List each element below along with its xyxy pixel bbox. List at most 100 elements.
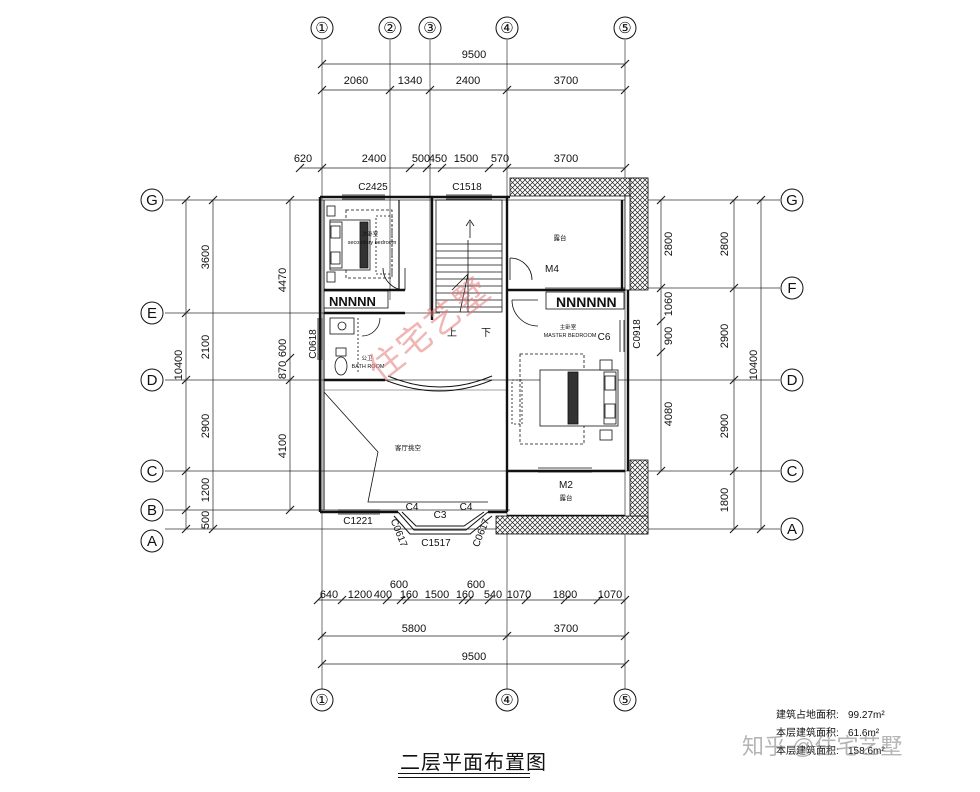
- svg-text:2400: 2400: [362, 153, 386, 165]
- axis-bubble-left-E: E: [147, 305, 157, 322]
- room-label-void: 客厅挑空: [395, 443, 422, 452]
- window-code-c0918: C0918: [632, 319, 643, 349]
- svg-text:400: 400: [374, 589, 392, 601]
- svg-text:540: 540: [484, 589, 502, 601]
- svg-text:2100: 2100: [200, 335, 212, 359]
- svg-text:600: 600: [390, 579, 408, 591]
- dimension-lines: [185, 63, 762, 665]
- svg-text:5800: 5800: [402, 623, 426, 635]
- axis-bubble-right-C: C: [787, 463, 798, 480]
- svg-text:NNNNN: NNNNN: [329, 294, 376, 309]
- svg-text:2900: 2900: [719, 414, 731, 438]
- svg-text:1800: 1800: [553, 589, 577, 601]
- area-label: 本层建筑面积:: [776, 728, 839, 739]
- axis-bubble-left-G: G: [146, 192, 158, 209]
- svg-text:450: 450: [429, 153, 447, 165]
- window-code-c6: C6: [598, 332, 611, 343]
- area-row: 本层建筑面积: 61.6m²: [776, 725, 885, 743]
- room-label-secondary-en: secondary bedroom: [348, 240, 397, 246]
- stair-label-up: 上: [447, 327, 457, 339]
- axis-bubble-top-5: ⑤: [613, 16, 637, 40]
- window-code-c0617-left: C0617: [388, 517, 409, 549]
- room-label-master-en: MASTER BEDROOM: [544, 333, 597, 339]
- parapet-hatch: [495, 177, 649, 535]
- door-code-m4: M4: [545, 264, 559, 275]
- window-code-c0617-right: C0617: [471, 517, 492, 549]
- window-code-c0618: C0618: [308, 329, 319, 359]
- axis-bubble-top-3: ③: [418, 16, 442, 40]
- area-value: 158.6m²: [848, 746, 885, 757]
- area-row: 建筑占地面积: 99.27m²: [776, 707, 885, 725]
- staircase: [435, 199, 503, 313]
- axis-bubble-bottom-1: ①: [310, 688, 334, 712]
- svg-text:500: 500: [200, 511, 212, 529]
- svg-text:1070: 1070: [507, 589, 531, 601]
- svg-text:NNNNNN: NNNNNN: [556, 294, 617, 310]
- svg-text:③: ③: [423, 20, 436, 37]
- axis-bubble-top-2: ②: [378, 16, 402, 40]
- svg-text:2800: 2800: [719, 232, 731, 256]
- dim-text-right: 2800 1060 900 4080 2800 2900 2900 1800 1…: [663, 232, 760, 512]
- axis-bubbles-top: ① ② ③ ④ ⑤: [310, 16, 637, 40]
- wardrobe-secondary: NNNNN: [323, 290, 389, 309]
- opening-codes: C2425 C1518 M4 C0618 C0918 C6 M2 C1221 C…: [308, 182, 643, 549]
- svg-text:870: 870: [277, 361, 289, 379]
- svg-text:④: ④: [500, 20, 513, 37]
- window-code-c1517: C1517: [421, 538, 451, 549]
- area-value: 99.27m²: [848, 710, 885, 721]
- master-bedroom-furniture: [511, 353, 619, 445]
- svg-text:1500: 1500: [425, 589, 449, 601]
- svg-text:2400: 2400: [456, 75, 480, 87]
- svg-text:10400: 10400: [748, 350, 760, 381]
- svg-text:500: 500: [412, 153, 430, 165]
- axis-bubbles-left: G E D C B A: [140, 188, 164, 553]
- axis-bubble-left-B: B: [147, 502, 157, 519]
- svg-text:⑤: ⑤: [618, 20, 631, 37]
- doors: [361, 257, 539, 337]
- svg-text:4080: 4080: [663, 402, 675, 426]
- drawing-title: 二层平面布置图: [400, 752, 547, 774]
- wardrobe-master: NNNNNN: [545, 291, 625, 310]
- svg-text:9500: 9500: [462, 49, 486, 61]
- svg-text:1340: 1340: [398, 75, 422, 87]
- dim-text-top: 9500 2060 1340 2400 3700 620 2400 500 45…: [294, 49, 578, 165]
- svg-text:600: 600: [467, 579, 485, 591]
- svg-text:④: ④: [500, 692, 513, 709]
- secondary-bedroom-furniture: [326, 205, 393, 283]
- svg-text:⑤: ⑤: [618, 692, 631, 709]
- svg-text:2900: 2900: [200, 414, 212, 438]
- svg-text:3700: 3700: [554, 153, 578, 165]
- axis-bubble-bottom-5: ⑤: [613, 688, 637, 712]
- svg-text:4100: 4100: [277, 434, 289, 458]
- void-edge: [323, 375, 507, 503]
- area-row: 本层建筑面积: 158.6m²: [776, 743, 885, 761]
- area-table: 建筑占地面积: 99.27m² 本层建筑面积: 61.6m² 本层建筑面积: 1…: [776, 707, 885, 761]
- svg-text:1200: 1200: [200, 478, 212, 502]
- axis-bubble-right-F: F: [787, 280, 796, 297]
- area-value: 61.6m²: [848, 728, 880, 739]
- svg-text:1070: 1070: [598, 589, 622, 601]
- svg-text:3700: 3700: [554, 623, 578, 635]
- area-label: 本层建筑面积:: [776, 746, 839, 757]
- axis-bubbles-bottom: ① ④ ⑤: [310, 688, 637, 712]
- room-label-bath-cn: 公卫: [361, 355, 373, 362]
- svg-text:①: ①: [315, 20, 328, 37]
- axis-bubble-right-G: G: [786, 192, 798, 209]
- room-label-master-cn: 主卧室: [560, 323, 577, 331]
- svg-text:160: 160: [400, 589, 418, 601]
- window-code-c1221: C1221: [343, 516, 373, 527]
- area-label: 建筑占地面积:: [776, 710, 839, 721]
- svg-text:2900: 2900: [719, 324, 731, 348]
- door-code-m2: M2: [559, 480, 573, 491]
- stair-label-down: 下: [481, 328, 491, 339]
- svg-text:3600: 3600: [200, 245, 212, 269]
- room-label-secondary-cn: 次卧室: [362, 230, 379, 238]
- svg-text:1060: 1060: [663, 292, 675, 316]
- dim-text-bottom: 640 1200 400 160 1500 160 540 1070 1800 …: [320, 579, 622, 663]
- window-code-c4-right: C4: [460, 502, 473, 513]
- axis-bubble-right-D: D: [787, 372, 798, 389]
- watermark-corner: 知乎 @住宅艺墅: [742, 734, 903, 759]
- window-lines: [317, 194, 625, 515]
- window-code-c3: C3: [434, 510, 447, 521]
